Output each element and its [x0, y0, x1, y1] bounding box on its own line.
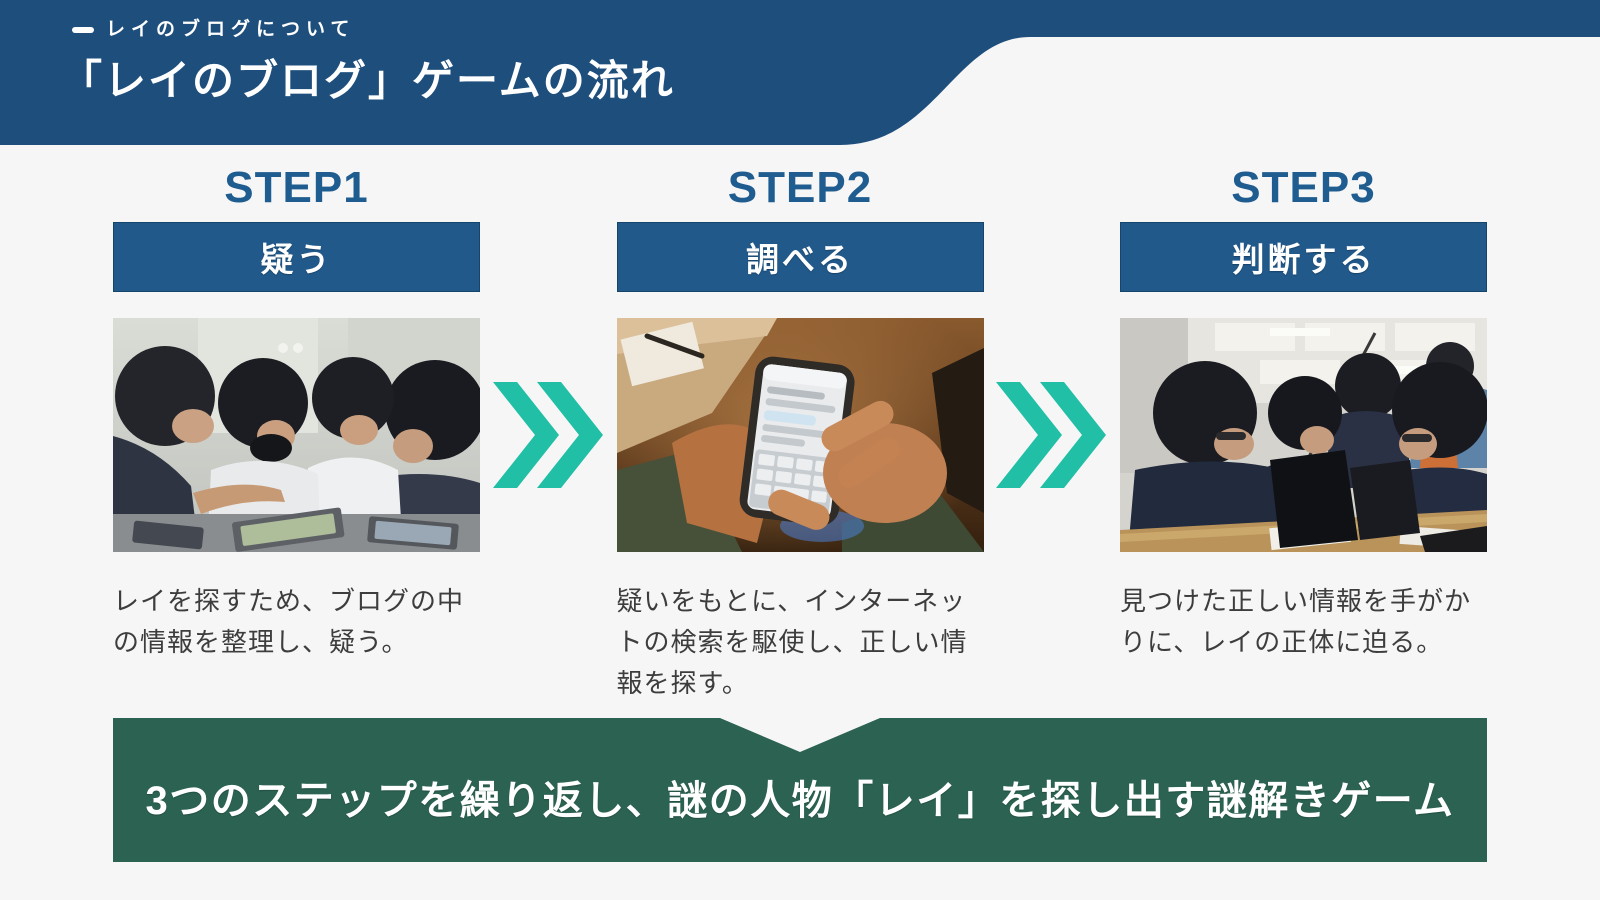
footer-summary-text: 3つのステップを繰り返し、謎の人物「レイ」を探し出す謎解きゲーム — [145, 779, 1455, 823]
double-chevron-right-icon — [493, 382, 603, 488]
step1-column: STEP1 疑う — [113, 166, 480, 704]
step3-photo-illustration — [1120, 318, 1487, 552]
step3-photo — [1120, 318, 1487, 552]
header-eyebrow: レイのブログについて — [72, 20, 355, 39]
step2-banner: 調べる — [616, 222, 984, 292]
step1-photo — [113, 318, 480, 552]
header-accent-dash-icon — [72, 26, 94, 33]
footer-notch-triangle — [720, 718, 880, 752]
footer-banner: 3つのステップを繰り返し、謎の人物「レイ」を探し出す謎解きゲーム — [113, 718, 1487, 862]
step2-column: STEP2 調べる — [616, 163, 984, 704]
step1-description: レイを探すため、ブログの中の情報を整理し、疑う。 — [113, 586, 465, 658]
step2-photo-illustration — [616, 318, 984, 552]
page-title: 「レイのブログ」ゲームの流れ — [60, 57, 675, 104]
step3-banner: 判断する — [1120, 222, 1487, 292]
step3-column: STEP3 判断する — [1120, 166, 1487, 704]
steps-row: STEP1 疑う — [113, 166, 1487, 704]
step1-photo-illustration — [113, 318, 480, 552]
step1-label: STEP1 — [224, 163, 369, 212]
double-chevron-right-icon — [996, 382, 1106, 488]
step3-label: STEP3 — [1231, 163, 1376, 212]
step2-label: STEP2 — [727, 163, 873, 212]
step2-photo — [616, 318, 984, 552]
header-eyebrow-label: レイのブログについて — [106, 19, 356, 40]
header-background-shape — [0, 0, 1600, 145]
step1-banner: 疑う — [113, 222, 480, 292]
step3-description: 見つけた正しい情報を手がかりに、レイの正体に迫る。 — [1120, 586, 1472, 658]
step2-description: 疑いをもとに、インターネットの検索を駆使し、正しい情報を探す。 — [616, 586, 968, 699]
